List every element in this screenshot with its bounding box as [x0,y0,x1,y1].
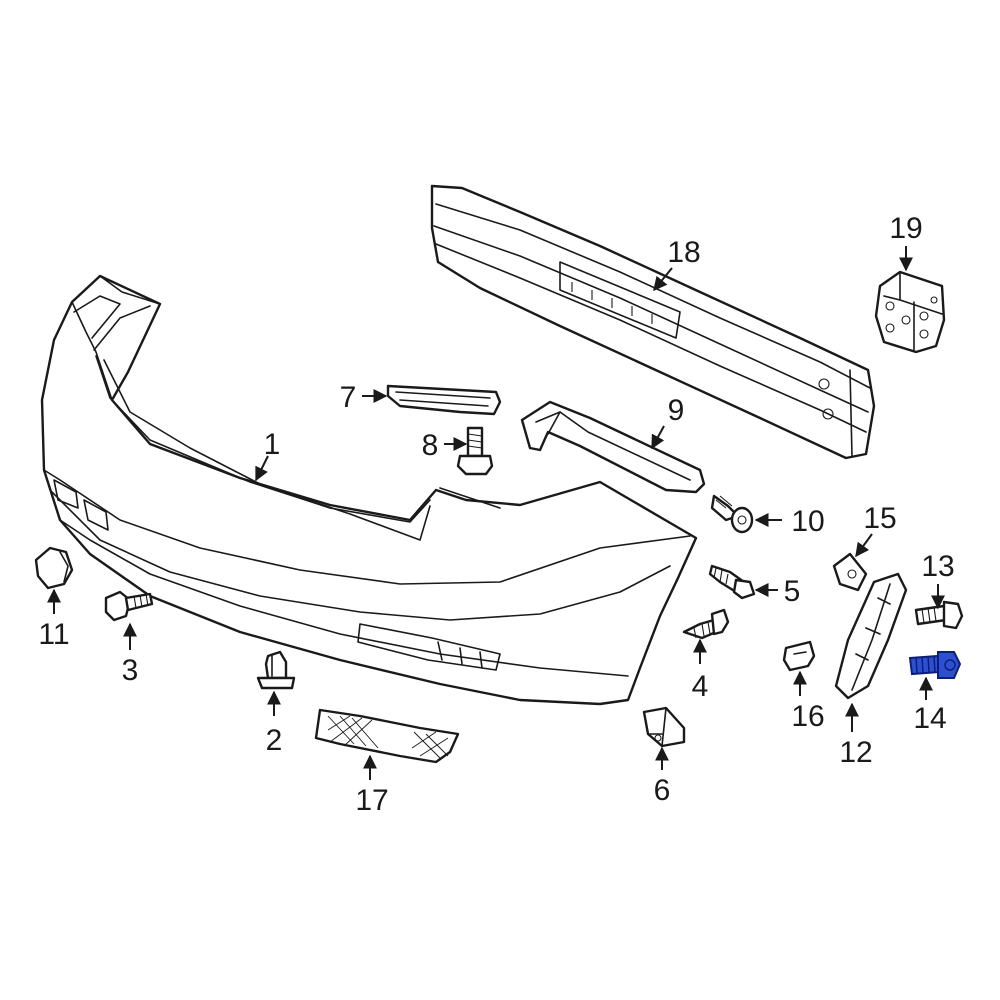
callout-19: 19 [889,212,922,245]
callout-15: 15 [863,502,896,535]
part-17-reflector[interactable] [314,708,460,764]
part-9-side-bracket[interactable] [520,400,706,494]
part-1-bumper-cover[interactable] [40,274,698,706]
part-10-screw[interactable] [710,494,754,534]
part-7-bracket[interactable] [386,384,502,416]
part-16-clip[interactable] [782,640,816,672]
callout-7: 7 [340,381,357,414]
leader-9 [651,425,665,450]
callout-6: 6 [654,774,671,807]
callout-8: 8 [422,429,439,462]
callout-1: 1 [264,428,281,461]
callout-5: 5 [784,575,801,608]
leader-18 [653,267,673,292]
part-11-cap[interactable] [34,546,74,590]
callout-9: 9 [668,394,685,427]
part-5-screw[interactable] [708,564,756,600]
callout-11: 11 [38,618,69,651]
callout-17: 17 [355,784,388,817]
part-15-clip[interactable] [832,552,868,592]
leader-15 [855,533,873,558]
part-8-bolt[interactable] [456,426,494,476]
callout-14: 14 [913,702,946,735]
part-4-screw[interactable] [682,608,730,640]
part-12-side-bracket[interactable] [834,572,908,700]
callout-18: 18 [667,236,700,269]
callout-10: 10 [791,505,824,538]
callout-16: 16 [791,700,824,733]
leader-lines [47,246,945,780]
callout-12: 12 [839,736,872,769]
part-18-reinforcement-beam[interactable] [430,184,876,460]
leader-1 [255,455,269,482]
callout-labels: 1 2 3 4 5 6 7 8 9 10 11 12 13 14 15 16 1… [38,212,954,817]
part-2-clip[interactable] [256,650,296,690]
part-14-bolt-highlighted[interactable] [908,651,962,679]
callout-3: 3 [122,654,139,687]
callout-2: 2 [266,724,283,757]
callout-4: 4 [692,670,709,703]
part-19-beam-bracket[interactable] [874,270,946,354]
part-6-clip[interactable] [642,706,686,748]
part-3-bolt[interactable] [104,590,154,622]
callout-13: 13 [921,550,954,583]
